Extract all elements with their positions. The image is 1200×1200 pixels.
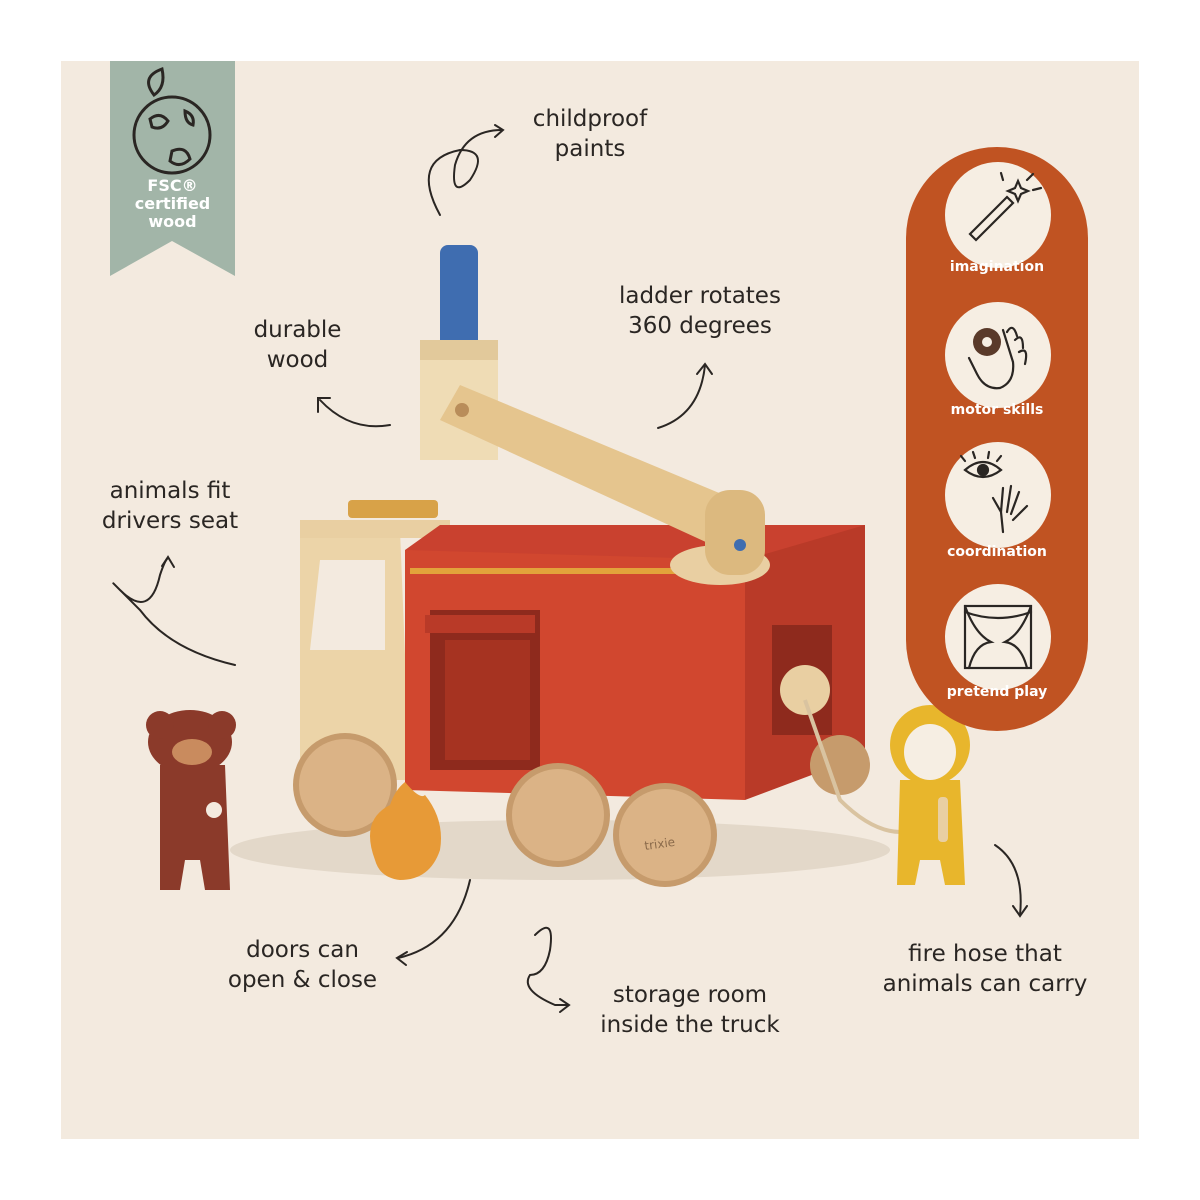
arrow-childproof [427,129,503,216]
ladder-arm [440,385,760,560]
arrow-storage [526,926,569,1006]
motor-skills-label: motor skills [950,402,1044,418]
arrow-doors [397,879,471,959]
hand-with-donut-icon [967,326,1028,390]
flame-piece [370,782,441,880]
imagination-badge [945,162,1051,268]
brand-marking: trixie [643,835,675,853]
durable-wood-label: durable wood [253,317,342,373]
bear-figure [146,710,236,890]
motor-skills-badge [945,302,1051,408]
fsc-certified-label: FSC® certified wood [110,177,235,231]
doors-label: doors can open & close [227,937,378,993]
drivers-seat-label: animals fit drivers seat [101,478,239,534]
storage-room-label: storage room inside the truck [600,982,780,1038]
arrow-drivers-seat [112,557,236,666]
childproof-paints-label: childproof paints [532,106,648,162]
earth-leaf-icon [132,67,212,175]
wheels [293,733,870,887]
theater-curtain-icon [963,604,1033,670]
fsc-line-2: certified [134,194,211,213]
pretend-play-label: pretend play [946,684,1048,700]
arrow-ladder [657,364,706,429]
coordination-badge [945,442,1051,548]
lion-figure [890,705,970,885]
fire-hose-label: fire hose that animals can carry [882,941,1088,997]
eye-and-hand-icon [959,450,1029,534]
coordination-label: coordination [947,544,1047,560]
fsc-line-3: wood [148,212,197,231]
pretend-play-badge [945,584,1051,690]
imagination-label: imagination [949,259,1045,275]
ladder-blue-handle [440,245,478,365]
arrow-fire-hose [994,844,1022,916]
fsc-line-1: FSC® [147,176,198,195]
arrow-durable [319,399,391,428]
ladder-rotates-label: ladder rotates 360 degrees [619,283,781,339]
magic-wand-icon [968,171,1043,242]
fsc-ribbon [110,61,235,276]
